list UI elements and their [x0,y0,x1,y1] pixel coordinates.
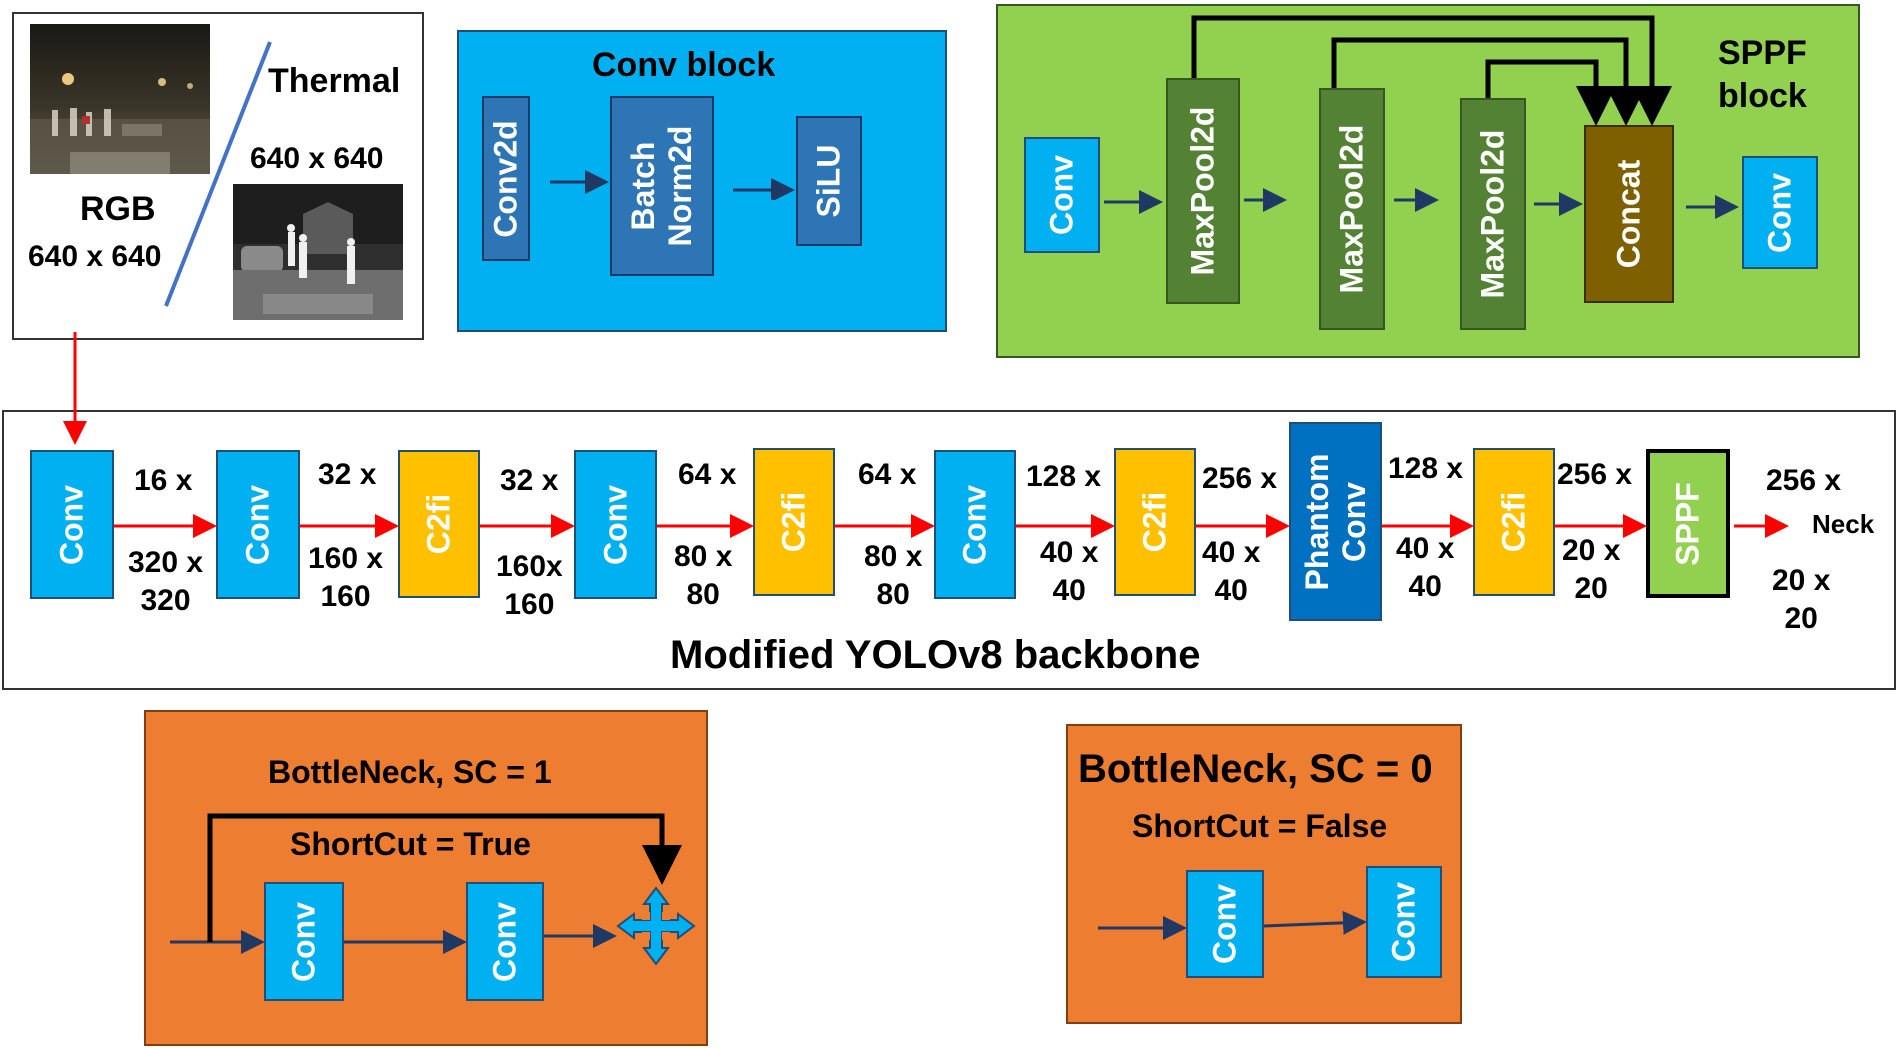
backbone-sppf: SPPF [1646,449,1730,598]
sppf-block-maxpool-1: MaxPool2d [1166,78,1240,304]
size-1: 320 x 320 [128,546,204,617]
neck-label: Neck [1812,509,1875,539]
bottleneck-sc0-conv-1: Conv [1186,870,1264,978]
input-to-backbone-arrow [63,332,87,445]
conv-block-conv2d: Conv2d [482,96,530,261]
size-9: 20 x 20 [1562,534,1621,605]
thermal-size: 640 x 640 [250,142,384,175]
bottleneck-sc0-arrows [1098,910,1367,940]
size-7: 40 x 40 [1202,536,1261,607]
sppf-block-conv-in: Conv [1024,137,1100,253]
backbone-title: Modified YOLOv8 backbone [670,633,1201,677]
bottleneck-sc0-subtitle: ShortCut = False [1132,808,1388,844]
bottleneck-sc1-arrows [170,813,682,954]
channels-10: 256 x [1766,464,1842,497]
bottleneck-sc0-title: BottleNeck, SC = 0 [1078,747,1433,791]
size-3: 160x 160 [496,550,563,621]
size-10: 20 x 20 [1772,564,1831,635]
size-5: 80 x 80 [864,540,923,611]
conv-block-title: Conv block [592,46,776,84]
size-4: 80 x 80 [674,540,733,611]
bottleneck-sc0-conv-2: Conv [1366,866,1442,978]
bottleneck-sc1-title: BottleNeck, SC = 1 [268,754,552,790]
backbone-c2fi-1: C2fi [398,450,480,598]
channels-4: 64 x [678,458,737,491]
sppf-block-concat: Concat [1584,125,1674,303]
rgb-size: 640 x 640 [28,240,162,273]
rgb-image [30,24,210,174]
add-icon [616,886,696,966]
backbone-conv-1: Conv [30,450,114,599]
thermal-label: Thermal [268,62,401,100]
channels-1: 16 x [134,464,193,497]
channels-6: 128 x [1026,460,1102,493]
channels-7: 256 x [1202,462,1278,495]
size-8: 40 x 40 [1396,532,1455,603]
sppf-block-title: SPPF block [1718,34,1807,115]
sppf-block-maxpool-2: MaxPool2d [1319,88,1385,330]
backbone-c2fi-4: C2fi [1473,448,1555,596]
channels-2: 32 x [318,458,377,491]
backbone-conv-3: Conv [574,450,657,599]
backbone-phantom-conv: Phantom Conv [1289,422,1382,621]
sppf-block-arrows [1104,15,1739,219]
split-divider [164,41,272,307]
bottleneck-sc1-conv-2: Conv [466,882,544,1001]
channels-9: 256 x [1557,458,1633,491]
backbone-arrows [114,514,1789,538]
sppf-block-panel [996,4,1860,358]
backbone-c2fi-3: C2fi [1114,448,1196,596]
channels-8: 128 x [1388,452,1464,485]
channels-3: 32 x [500,464,559,497]
bottleneck-sc1-subtitle: ShortCut = True [290,826,531,862]
size-6: 40 x 40 [1040,536,1099,607]
sppf-block-maxpool-3: MaxPool2d [1460,98,1526,330]
bottleneck-sc1-conv-1: Conv [264,882,344,1001]
rgb-label: RGB [80,190,156,228]
channels-5: 64 x [858,458,917,491]
backbone-c2fi-2: C2fi [753,448,835,596]
sppf-block-conv-out: Conv [1742,156,1818,269]
size-2: 160 x 160 [308,542,384,613]
backbone-conv-4: Conv [934,450,1016,599]
conv-block-arrows [550,170,795,200]
conv-block-silu: SiLU [796,116,862,246]
backbone-conv-2: Conv [216,450,300,599]
thermal-image [233,184,403,320]
conv-block-batchnorm2d: Batch Norm2d [610,96,714,276]
bottleneck-sc1-panel [144,710,708,1046]
